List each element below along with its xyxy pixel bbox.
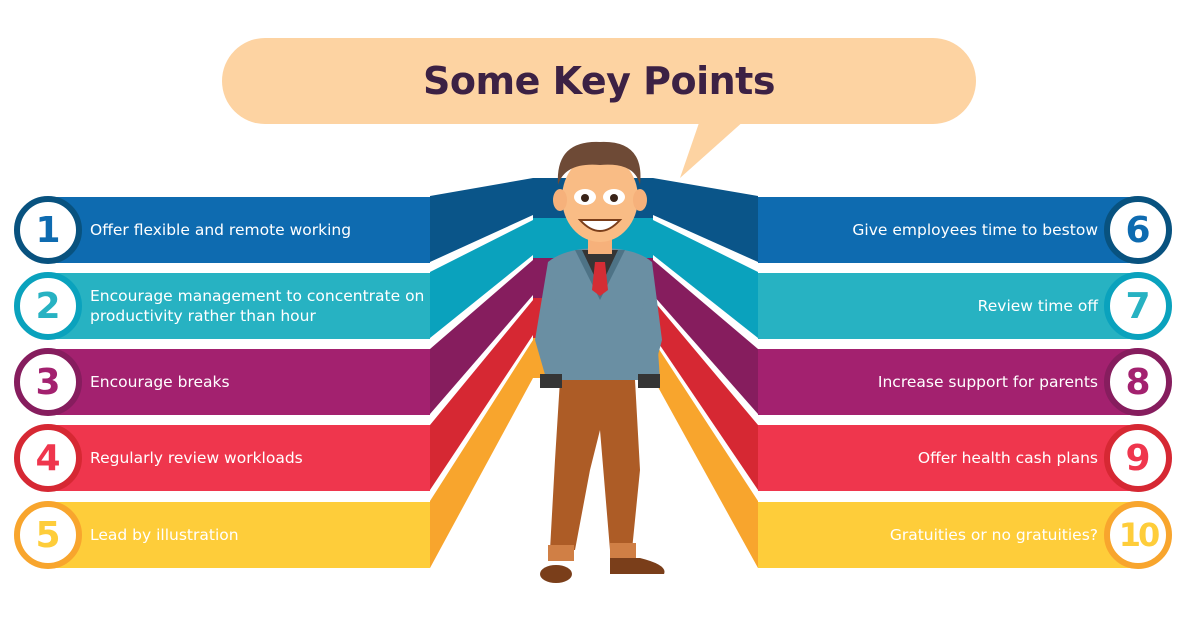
point-bar-6: Give employees time to bestow (758, 197, 1140, 263)
point-text-8: Increase support for parents (877, 373, 1098, 391)
number-badge-1: 1 (14, 196, 82, 264)
number-badge-6: 6 (1104, 196, 1172, 264)
number-badge-5: 5 (14, 501, 82, 569)
page-title: Some Key Points (423, 59, 775, 103)
number-badge-7: 7 (1104, 272, 1172, 340)
point-text-10: Gratuities or no gratuities? (889, 526, 1098, 544)
point-text-5: Lead by illustration (90, 526, 239, 544)
point-bar-1: Offer flexible and remote working (48, 197, 430, 263)
number-badge-9: 9 (1104, 424, 1172, 492)
point-bar-2: Encourage management to concentrate on p… (48, 273, 430, 339)
number-badge-10: 10 (1104, 501, 1172, 569)
point-bar-4: Regularly review workloads (48, 425, 430, 491)
point-text-7: Review time off (977, 297, 1098, 315)
point-bar-10: Gratuities or no gratuities? (758, 502, 1140, 568)
point-text-3: Encourage breaks (90, 373, 230, 391)
number-badge-8: 8 (1104, 348, 1172, 416)
point-text-2: Encourage management to concentrate on p… (90, 287, 425, 325)
point-bar-7: Review time off (758, 273, 1140, 339)
point-text-9: Offer health cash plans (917, 449, 1098, 467)
point-text-1: Offer flexible and remote working (90, 221, 352, 239)
point-bar-5: Lead by illustration (48, 502, 430, 568)
point-text-6: Give employees time to bestow (852, 221, 1098, 239)
point-bar-8: Increase support for parents (758, 349, 1140, 415)
point-bar-3: Encourage breaks (48, 349, 430, 415)
point-bar-9: Offer health cash plans (758, 425, 1140, 491)
number-badge-2: 2 (14, 272, 82, 340)
speech-bubble (222, 38, 976, 124)
number-badge-3: 3 (14, 348, 82, 416)
number-badge-4: 4 (14, 424, 82, 492)
point-text-4: Regularly review workloads (90, 449, 303, 467)
